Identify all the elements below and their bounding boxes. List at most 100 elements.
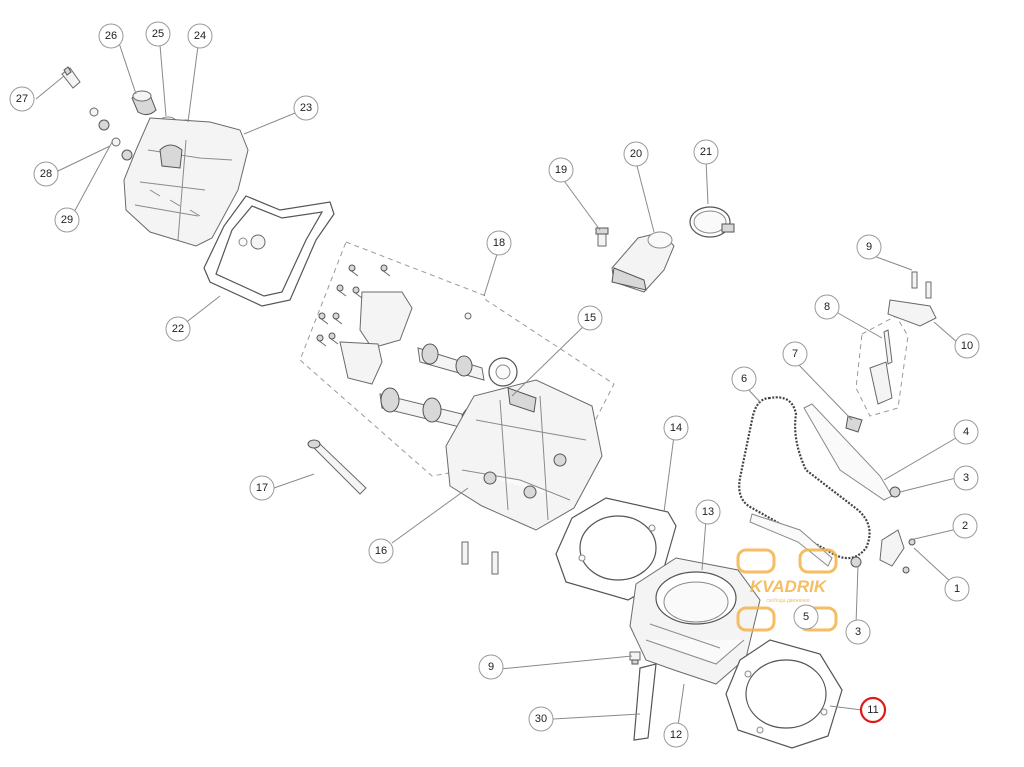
callout-circle — [98, 23, 124, 49]
watermark-brand: KVADRIK — [750, 577, 828, 596]
callout-number: 21 — [700, 146, 712, 158]
callout-17: 17 — [249, 475, 275, 501]
callout-number: 10 — [961, 340, 973, 352]
callout-23: 23 — [293, 95, 319, 121]
camshaft-cap-lower — [339, 341, 383, 385]
callout-13: 13 — [695, 499, 721, 525]
chain-tensioner — [855, 315, 909, 417]
base-gasket — [725, 639, 843, 749]
callout-circle — [249, 475, 275, 501]
callout-circle — [693, 139, 719, 165]
callout-circle — [856, 234, 882, 260]
callout-29: 29 — [54, 207, 80, 233]
callout-number: 15 — [584, 312, 596, 324]
callout-2: 2 — [952, 513, 978, 539]
callout-number: 20 — [630, 148, 642, 160]
cylinder-studs — [461, 541, 499, 575]
callout-circle — [731, 366, 757, 392]
callout-circle — [793, 604, 819, 630]
intake-bolt — [595, 227, 609, 247]
callout-number: 23 — [300, 102, 312, 114]
callout-number: 16 — [375, 545, 387, 557]
valve-cover-group — [61, 66, 335, 307]
intake-manifold — [611, 231, 675, 293]
guide-rail-front — [749, 513, 833, 567]
callout-10: 10 — [954, 333, 980, 359]
callout-number: 4 — [963, 426, 969, 438]
callout-circle — [165, 316, 191, 342]
guide-bolt-lower — [850, 556, 862, 568]
callout-7: 7 — [782, 341, 808, 367]
callout-circle — [953, 419, 979, 445]
callout-number: 28 — [40, 168, 52, 180]
callout-9: 9 — [856, 234, 882, 260]
callout-number: 3 — [963, 472, 969, 484]
callout-11-highlighted: 11 — [859, 696, 887, 724]
callout-number: 13 — [702, 506, 714, 518]
callout-circle — [782, 341, 808, 367]
rocker-bolts — [316, 264, 391, 347]
callout-number: 8 — [824, 301, 830, 313]
chain-guide-gasket — [633, 663, 657, 741]
callout-number: 26 — [105, 30, 117, 42]
callout-24: 24 — [187, 23, 213, 49]
callout-number: 9 — [488, 661, 494, 673]
callout-20: 20 — [623, 141, 649, 167]
callout-circle — [859, 696, 887, 724]
callout-number: 29 — [61, 214, 73, 226]
head-bolt — [307, 439, 367, 495]
callout-circle — [845, 619, 871, 645]
callout-number: 9 — [866, 241, 872, 253]
callout-25: 25 — [145, 21, 171, 47]
intake-group — [595, 206, 735, 293]
callout-circle — [695, 499, 721, 525]
callout-circle — [663, 415, 689, 441]
callout-number: 14 — [670, 422, 682, 434]
callout-number: 22 — [172, 323, 184, 335]
callout-circle — [478, 654, 504, 680]
washer-bolts — [89, 107, 133, 161]
valve-cover — [123, 117, 249, 247]
head-gasket — [555, 497, 677, 601]
callout-circle — [954, 333, 980, 359]
callout-5: 5 — [793, 604, 819, 630]
callout-4: 4 — [953, 419, 979, 445]
watermark-logo: KVADRIK свобода движения — [736, 548, 838, 632]
callout-26: 26 — [98, 23, 124, 49]
callout-14: 14 — [663, 415, 689, 441]
callout-18: 18 — [486, 230, 512, 256]
callout-circle — [33, 161, 59, 187]
cylinder-head — [445, 379, 603, 531]
callout-circle — [54, 207, 80, 233]
callout-circle — [814, 294, 840, 320]
callout-circle — [187, 23, 213, 49]
callout-circle — [623, 141, 649, 167]
callout-circle — [528, 706, 554, 732]
tensioner-bracket — [887, 271, 937, 327]
callout-27: 27 — [9, 86, 35, 112]
callout-number: 27 — [16, 93, 28, 105]
exhaust-camshaft — [417, 343, 518, 387]
cylinder-bolt — [629, 651, 641, 665]
timing-chain — [738, 396, 871, 560]
callout-number: 30 — [535, 713, 547, 725]
callout-number: 5 — [803, 611, 809, 623]
callout-circle — [663, 722, 689, 748]
breather-fitting — [61, 66, 81, 89]
callout-number: 12 — [670, 729, 682, 741]
callout-12: 12 — [663, 722, 689, 748]
callout-number: 18 — [493, 237, 505, 249]
callout-3: 3 — [953, 465, 979, 491]
callout-circle — [368, 538, 394, 564]
callout-30: 30 — [528, 706, 554, 732]
callout-6: 6 — [731, 366, 757, 392]
callout-circle — [293, 95, 319, 121]
callout-number: 1 — [954, 583, 960, 595]
tensioner-washer — [845, 415, 863, 433]
callout-number: 17 — [256, 482, 268, 494]
callout-circle — [952, 513, 978, 539]
callout-19: 19 — [548, 157, 574, 183]
callout-circle — [145, 21, 171, 47]
